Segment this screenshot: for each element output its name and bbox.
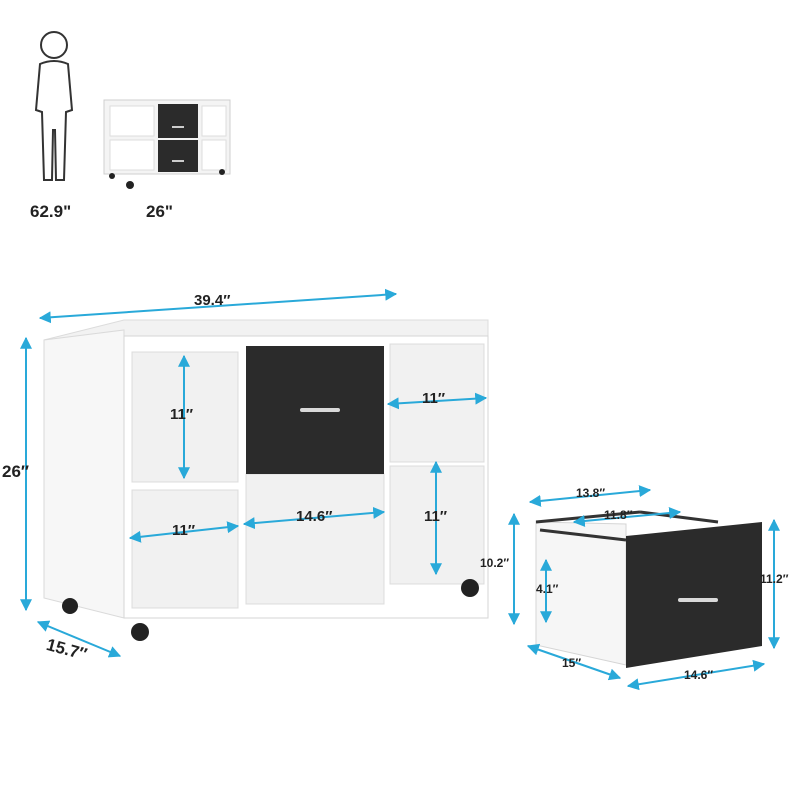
cubby-right-bottom-height-label: 11″ [424,508,448,525]
dimension-lines [20,288,780,691]
drawer-outer-width-label: 13.8″ [576,486,606,500]
drawer-side-height-label: 10.2″ [480,556,510,570]
cubby-left-bottom-width-label: 11″ [172,522,196,539]
drawer-depth-label: 15″ [562,656,582,670]
cubby-center-bottom-width-label: 14.6″ [296,508,333,525]
drawer-inner-height-label: 4.1″ [536,582,559,596]
cabinet-height-thumb-label: 26" [146,202,173,221]
drawer-inner-width-label: 11.8″ [604,508,633,522]
person-height-label: 62.9" [30,202,72,221]
cubby-right-top-width-label: 11″ [422,390,446,407]
small-cabinet-thumbnail [103,99,231,189]
cabinet-main [43,319,489,641]
cubby-left-top-height-label: 11″ [170,406,194,423]
person-silhouette-icon [34,31,74,181]
drawer-front-height-label: 11.2″ [760,572,789,586]
cabinet-height-label: 26″ [2,462,30,481]
drawer-front-width-label: 14.6″ [684,668,714,682]
cabinet-width-label: 39.4″ [194,292,231,309]
drawer-detail [535,510,762,668]
